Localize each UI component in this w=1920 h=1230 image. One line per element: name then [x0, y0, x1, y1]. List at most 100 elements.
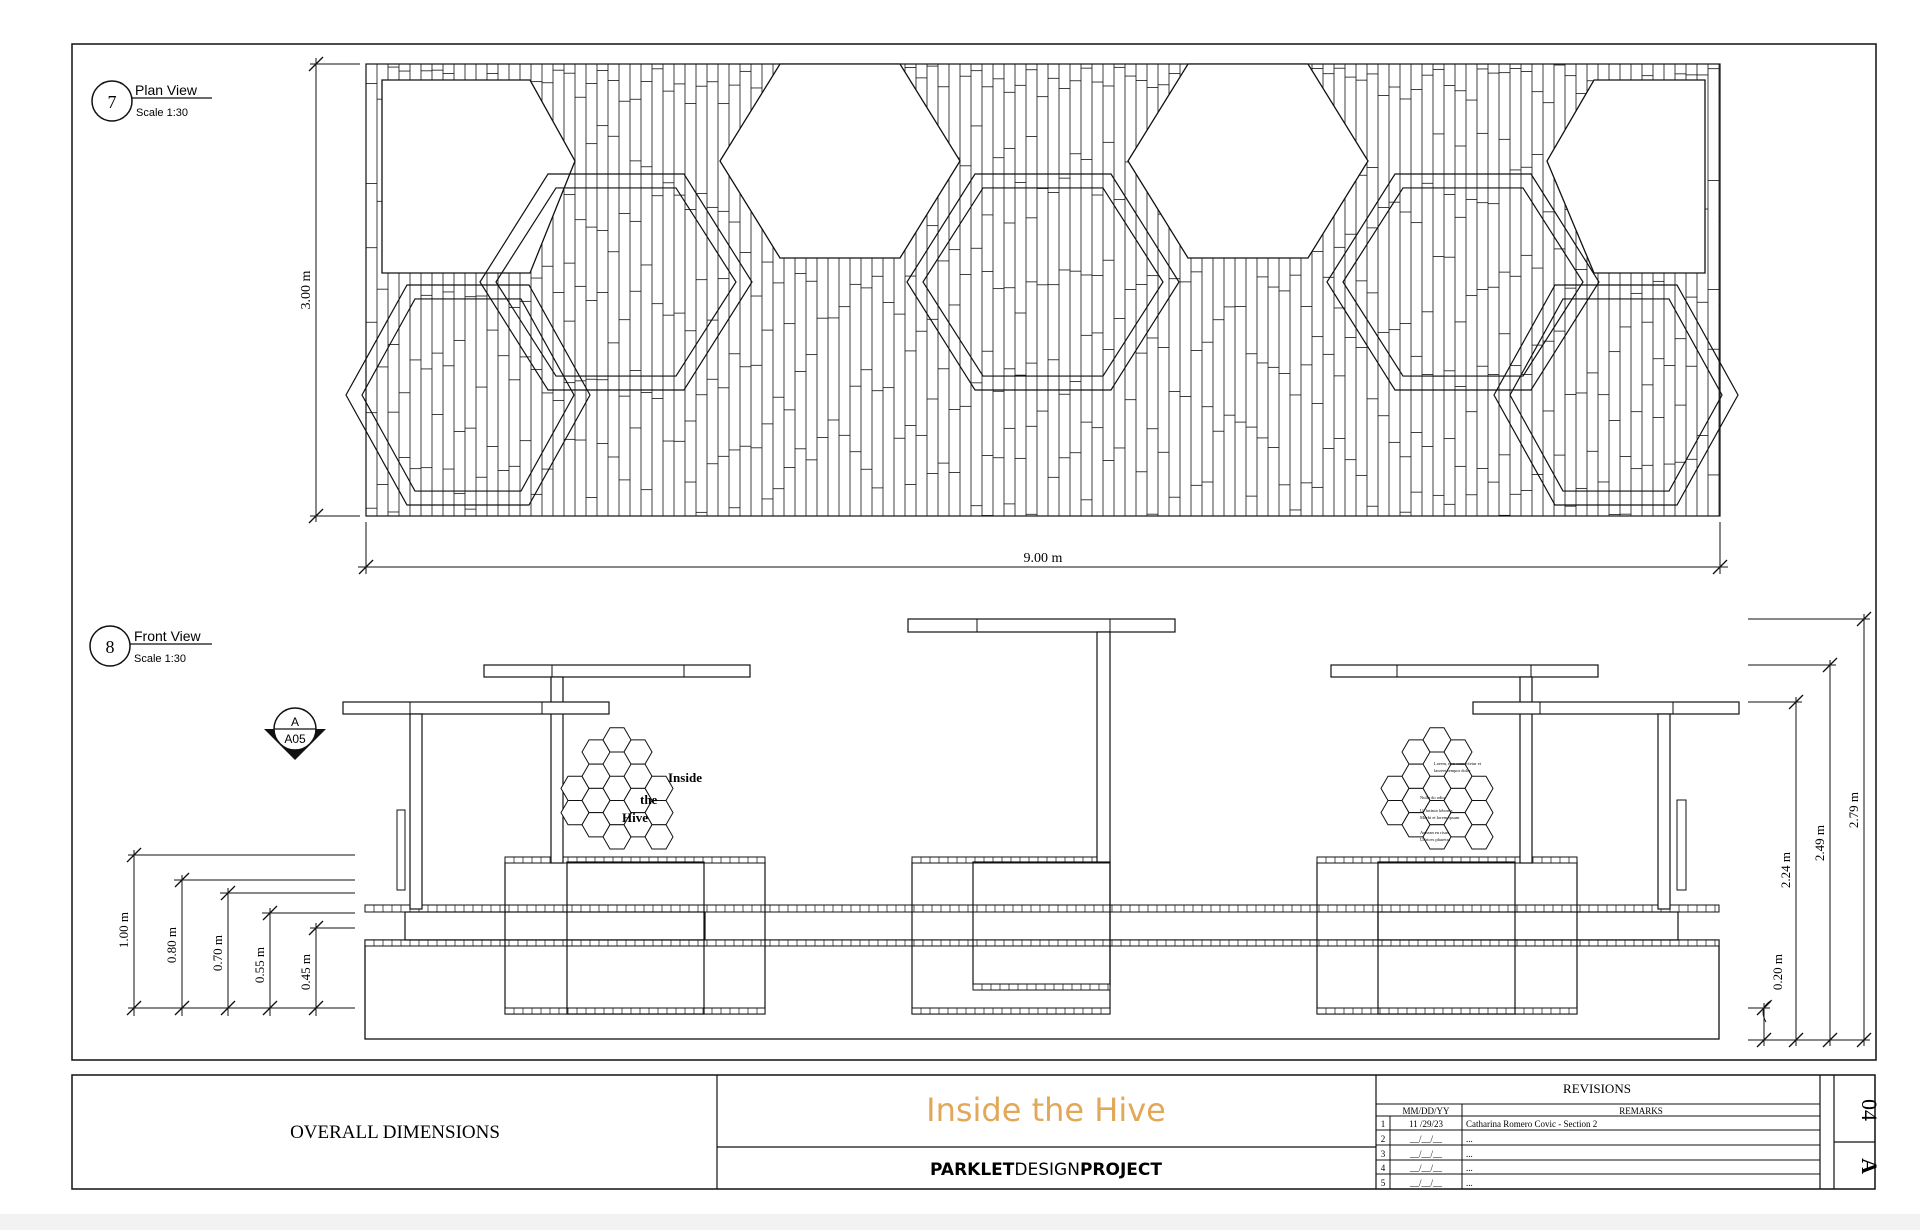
plan-hex-table: [1127, 63, 1369, 259]
plan-view-number: 7: [108, 92, 117, 112]
front-module: [1377, 861, 1516, 1015]
revision-remark: ...: [1466, 1178, 1473, 1188]
sheet-title: OVERALL DIMENSIONS: [290, 1122, 500, 1143]
front-view-title: Front View: [134, 628, 202, 644]
dim-0-45: 0.45 m: [298, 954, 313, 990]
front-right-dimension-labels: 0.20 m 2.24 m 2.49 m 2.79 m: [1770, 792, 1861, 990]
dim-2-24: 2.24 m: [1778, 852, 1793, 888]
plan-hex-bench: [906, 173, 1180, 391]
revisions-col-remarks: REMARKS: [1619, 1106, 1663, 1116]
plan-view: 7 Plan View Scale 1:30 3.00 m 9.00 m: [91, 56, 1739, 575]
plan-height-dimension: 3.00 m: [299, 56, 360, 524]
dim-0-70: 0.70 m: [210, 935, 225, 971]
front-slats: [911, 1007, 1111, 1015]
front-view-number-circle: [89, 625, 131, 667]
front-left-dimension-labels: 1.00 m 0.80 m 0.70 m 0.55 m 0.45 m: [116, 912, 313, 990]
front-right-dimensions: [1748, 611, 1872, 1048]
front-structure: [364, 799, 1720, 1015]
dim-0-80: 0.80 m: [164, 927, 179, 963]
title-block: OVERALL DIMENSIONS Inside the Hive PARKL…: [71, 1074, 1882, 1190]
sign-right-line-5: Morbi et lorem ipsum: [1420, 815, 1460, 820]
dim-2-79: 2.79 m: [1846, 792, 1861, 828]
revision-num: 3: [1381, 1149, 1386, 1159]
front-module: [911, 861, 1111, 1015]
plan-hex-bench: [1326, 173, 1600, 391]
plan-width-dimension: 9.00 m: [358, 522, 1728, 575]
drawing-border: [71, 43, 1877, 1061]
logo-part-1: PARKLET: [930, 1160, 1015, 1180]
revision-date: __/__/__: [1409, 1178, 1443, 1188]
section-marker-sheet: A05: [284, 732, 306, 746]
plan-view-title: Plan View: [135, 82, 198, 98]
sign-right-line-3: Nulla do odio: [1420, 795, 1445, 800]
revision-date: 11 /29/23: [1409, 1119, 1443, 1129]
front-umbrellas: [342, 618, 1740, 910]
sign-right-line-1: Lorem, non consectetur et: [1434, 761, 1482, 767]
revision-num: 2: [1381, 1134, 1386, 1144]
front-slats: [396, 809, 406, 891]
plan-hex-corner: [381, 79, 576, 274]
front-module: [566, 861, 705, 1015]
front-module: [404, 911, 706, 941]
front-slats: [504, 1007, 766, 1015]
section-marker: A A05: [264, 707, 326, 760]
project-logo: PARKLETDESIGNPROJECT: [930, 1160, 1162, 1180]
plan-view-number-circle: [91, 80, 133, 122]
sign-hex-cell: [644, 824, 674, 850]
front-module: [972, 861, 1111, 986]
front-module: [504, 861, 766, 1015]
sign-right-text: Lorem, non consectetur et laoreet tempor…: [1420, 761, 1482, 842]
front-slats: [972, 983, 1111, 991]
sign-right-line-7: Ultrices pharetra: [1420, 837, 1450, 842]
plan-height-label: 3.00 m: [299, 270, 314, 309]
revisions-col-date: MM/DD/YY: [1402, 1106, 1450, 1116]
plan-width-label: 9.00 m: [1024, 551, 1063, 566]
revision-num: 1: [1381, 1119, 1386, 1129]
front-slats: [364, 939, 1720, 947]
sign-hex-cell: [1464, 824, 1494, 850]
revision-date: __/__/__: [1409, 1163, 1443, 1173]
plan-hex-bench: [1493, 284, 1739, 506]
front-module: [1316, 861, 1578, 1015]
front-slats: [1316, 1007, 1578, 1015]
plan-hexagon-modules: [345, 63, 1739, 506]
front-module: [1377, 911, 1679, 941]
revision-num: 4: [1381, 1163, 1386, 1173]
revisions-table: REVISIONS MM/DD/YY REMARKS 1 11 /29/23 C…: [1376, 1081, 1820, 1189]
revision-remark: ...: [1466, 1149, 1473, 1159]
dim-0-55: 0.55 m: [252, 947, 267, 983]
sign-left-line-1: Inside: [668, 770, 702, 785]
sign-left-text: Inside the Hive: [622, 770, 702, 825]
front-view-scale: Scale 1:30: [134, 653, 186, 665]
revision-date: __/__/__: [1409, 1149, 1443, 1159]
plan-view-scale: Scale 1:30: [136, 107, 188, 119]
bottom-strip: [0, 1214, 1920, 1230]
revision-date: __/__/__: [1409, 1134, 1443, 1144]
plan-decking-outline: [365, 63, 1721, 517]
plan-hex-table: [719, 63, 961, 259]
front-view: 8 Front View Scale 1:30 A A05: [89, 611, 1872, 1048]
revision-num: 5: [1381, 1178, 1386, 1188]
revision-remark: ...: [1466, 1134, 1473, 1144]
front-view-label: 8 Front View Scale 1:30: [89, 625, 212, 667]
plan-hex-bench: [479, 173, 753, 391]
dim-2-49: 2.49 m: [1812, 825, 1827, 861]
sign-left: [560, 727, 674, 850]
plan-hex-corner: [1546, 79, 1706, 274]
logo-part-3: PROJECT: [1080, 1160, 1162, 1180]
plan-view-label: 7 Plan View Scale 1:30: [91, 80, 212, 122]
front-slats: [1676, 799, 1687, 891]
revision-remark: Catharina Romero Covic - Section 2: [1466, 1119, 1597, 1129]
sign-right-line-4: Ut lacinia lobortis: [1420, 808, 1453, 813]
revisions-header: REVISIONS: [1563, 1081, 1631, 1096]
sign-left-line-2: the: [640, 792, 658, 807]
section-marker-letter: A: [291, 715, 299, 729]
front-slats: [364, 904, 1720, 913]
dim-0-20: 0.20 m: [1770, 954, 1785, 990]
dim-1-00: 1.00 m: [116, 912, 131, 948]
logo-part-2: DESIGN: [1014, 1160, 1080, 1180]
front-left-dimensions: [126, 847, 355, 1016]
front-view-number: 8: [106, 637, 115, 657]
sheet-number: 04: [1857, 1099, 1882, 1121]
